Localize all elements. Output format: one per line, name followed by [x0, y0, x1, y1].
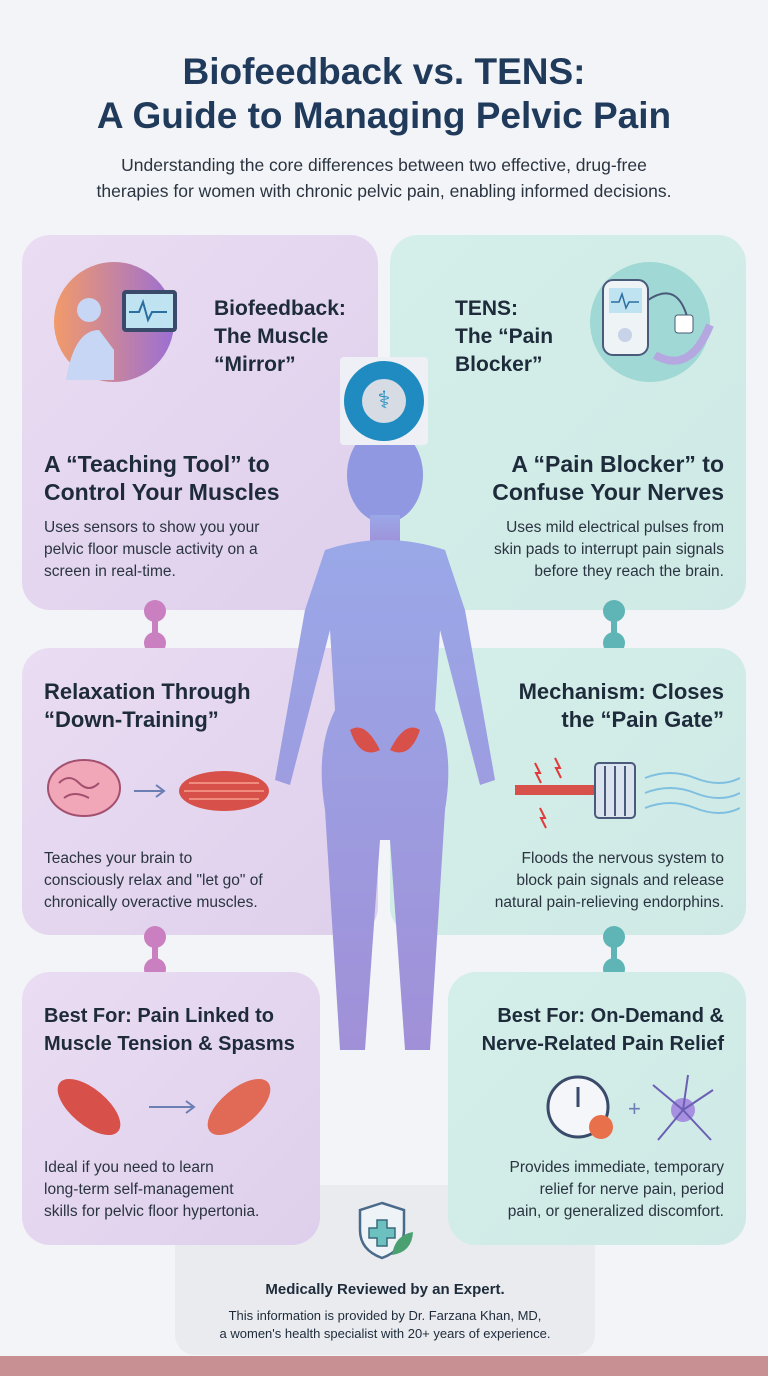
page-title: Biofeedback vs. TENS:A Guide to Managing…	[96, 51, 672, 136]
connector	[144, 926, 166, 980]
muscle-spasm-relief-icon	[57, 1078, 271, 1136]
tens-device-icon	[590, 262, 714, 382]
clinic-logo: ⚕	[340, 357, 428, 445]
connector	[603, 926, 625, 980]
biofeedback-mechanism-card: Relaxation Through“Down-Training” Teache…	[22, 648, 378, 935]
caduceus-icon: ⚕	[362, 379, 406, 423]
page-subtitle: Understanding the core differences betwe…	[96, 155, 672, 201]
bottom-bar	[0, 1356, 768, 1376]
biofeedback-mechanism-heading: Relaxation Through“Down-Training”	[44, 679, 251, 732]
footer-heading: Medically Reviewed by an Expert.	[265, 1281, 505, 1298]
connector	[603, 600, 625, 654]
biofeedback-monitor-icon	[54, 262, 177, 382]
timer-nerve-icon: +	[546, 1074, 714, 1141]
shield-cross-leaf-icon	[358, 1201, 413, 1260]
tens-best-for-card: Best For: On-Demand &Nerve-Related Pain …	[448, 972, 746, 1245]
biofeedback-name: Biofeedback:The Muscle“Mirror”	[214, 297, 346, 376]
tens-best-for-heading: Best For: On-Demand &Nerve-Related Pain …	[481, 1005, 724, 1055]
brain-muscle-icon	[47, 759, 269, 817]
footer-text: This information is provided by Dr. Farz…	[219, 1308, 551, 1341]
female-body-illustration	[275, 427, 495, 1050]
svg-text:+: +	[628, 1096, 641, 1121]
biofeedback-intro-card: Biofeedback:The Muscle“Mirror” A “Teachi…	[22, 235, 378, 610]
pain-gate-icon	[515, 757, 740, 829]
connector	[144, 600, 166, 654]
